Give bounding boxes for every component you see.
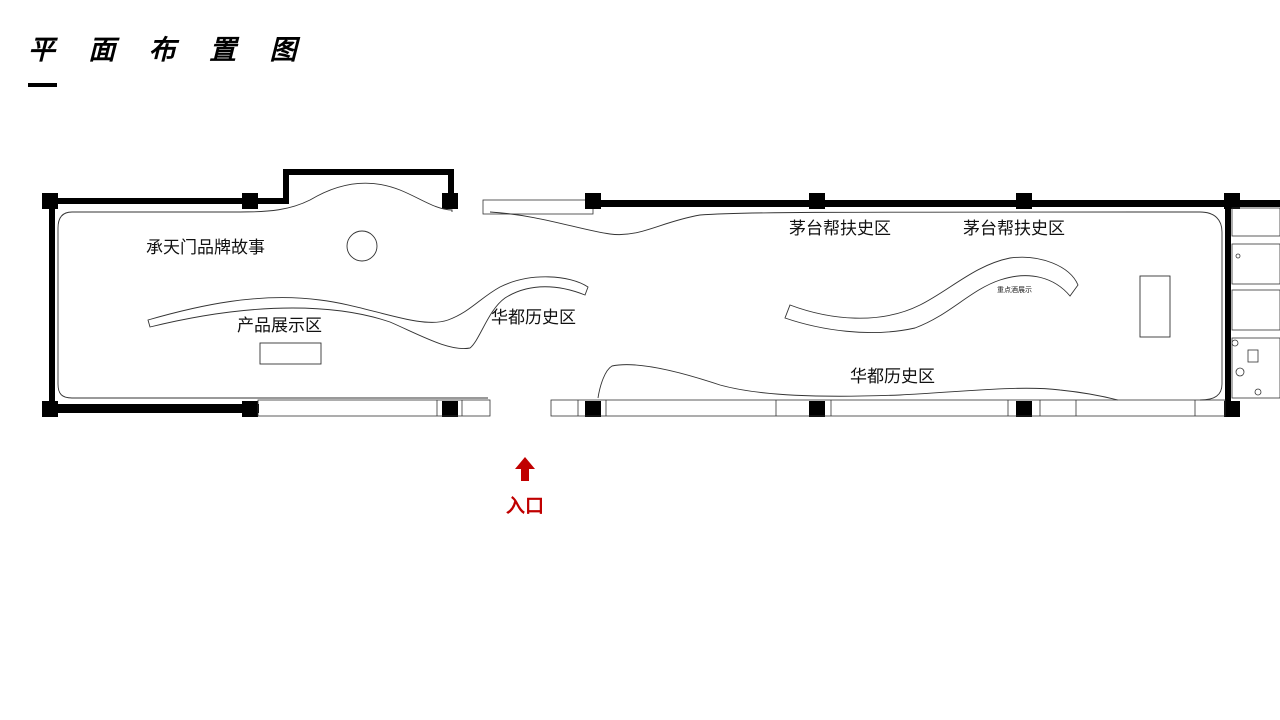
- wall-alcove-top: [283, 169, 454, 175]
- column: [242, 193, 258, 209]
- column: [42, 401, 58, 417]
- wall-left: [49, 198, 55, 412]
- wall-alcove-right: [448, 169, 454, 199]
- walls-right-section: [482, 193, 1280, 417]
- zone-label-maotai-2: 茅台帮扶史区: [963, 219, 1065, 239]
- column: [42, 193, 58, 209]
- wall-alcove-left: [283, 169, 289, 204]
- zone-label-maotai-1: 茅台帮扶史区: [789, 219, 891, 239]
- arrow-up-icon: [515, 457, 535, 481]
- column: [242, 401, 258, 417]
- column: [1224, 401, 1240, 417]
- wall-top-right: [593, 200, 1280, 207]
- side-showcase: [1139, 275, 1171, 338]
- wall-top-left: [49, 198, 285, 204]
- zone-label-huadu-2: 华都历史区: [850, 367, 935, 387]
- zone-label-huadu-1: 华都历史区: [491, 308, 576, 328]
- column: [442, 193, 458, 209]
- walls-left-section: [42, 169, 458, 417]
- utility-room: [1231, 207, 1280, 399]
- exhibit-boundaries: [57, 182, 1223, 401]
- column: [442, 401, 458, 417]
- column: [585, 193, 601, 209]
- column: [809, 401, 825, 417]
- column: [1016, 193, 1032, 209]
- round-display-table: [346, 230, 378, 262]
- window-strip: [550, 399, 1226, 417]
- page-title: 平 面 布 置 图: [28, 35, 309, 66]
- windows-bottom: [257, 399, 1226, 417]
- product-showcase: [259, 342, 322, 365]
- column: [809, 193, 825, 209]
- zone-label-product: 产品展示区: [237, 316, 322, 336]
- column: [585, 401, 601, 417]
- entrance[interactable]: 入口: [506, 457, 544, 517]
- wall-right: [1225, 200, 1231, 415]
- wall-bottom-left: [49, 404, 259, 413]
- zone-label-key-liquor: 重点酒展示: [997, 286, 1032, 294]
- entrance-label: 入口: [506, 495, 544, 517]
- column: [1016, 401, 1032, 417]
- window-top: [482, 199, 594, 215]
- title-underline: [28, 83, 57, 87]
- zone-label-chengtianmen: 承天门品牌故事: [146, 238, 265, 258]
- window-strip: [257, 399, 491, 417]
